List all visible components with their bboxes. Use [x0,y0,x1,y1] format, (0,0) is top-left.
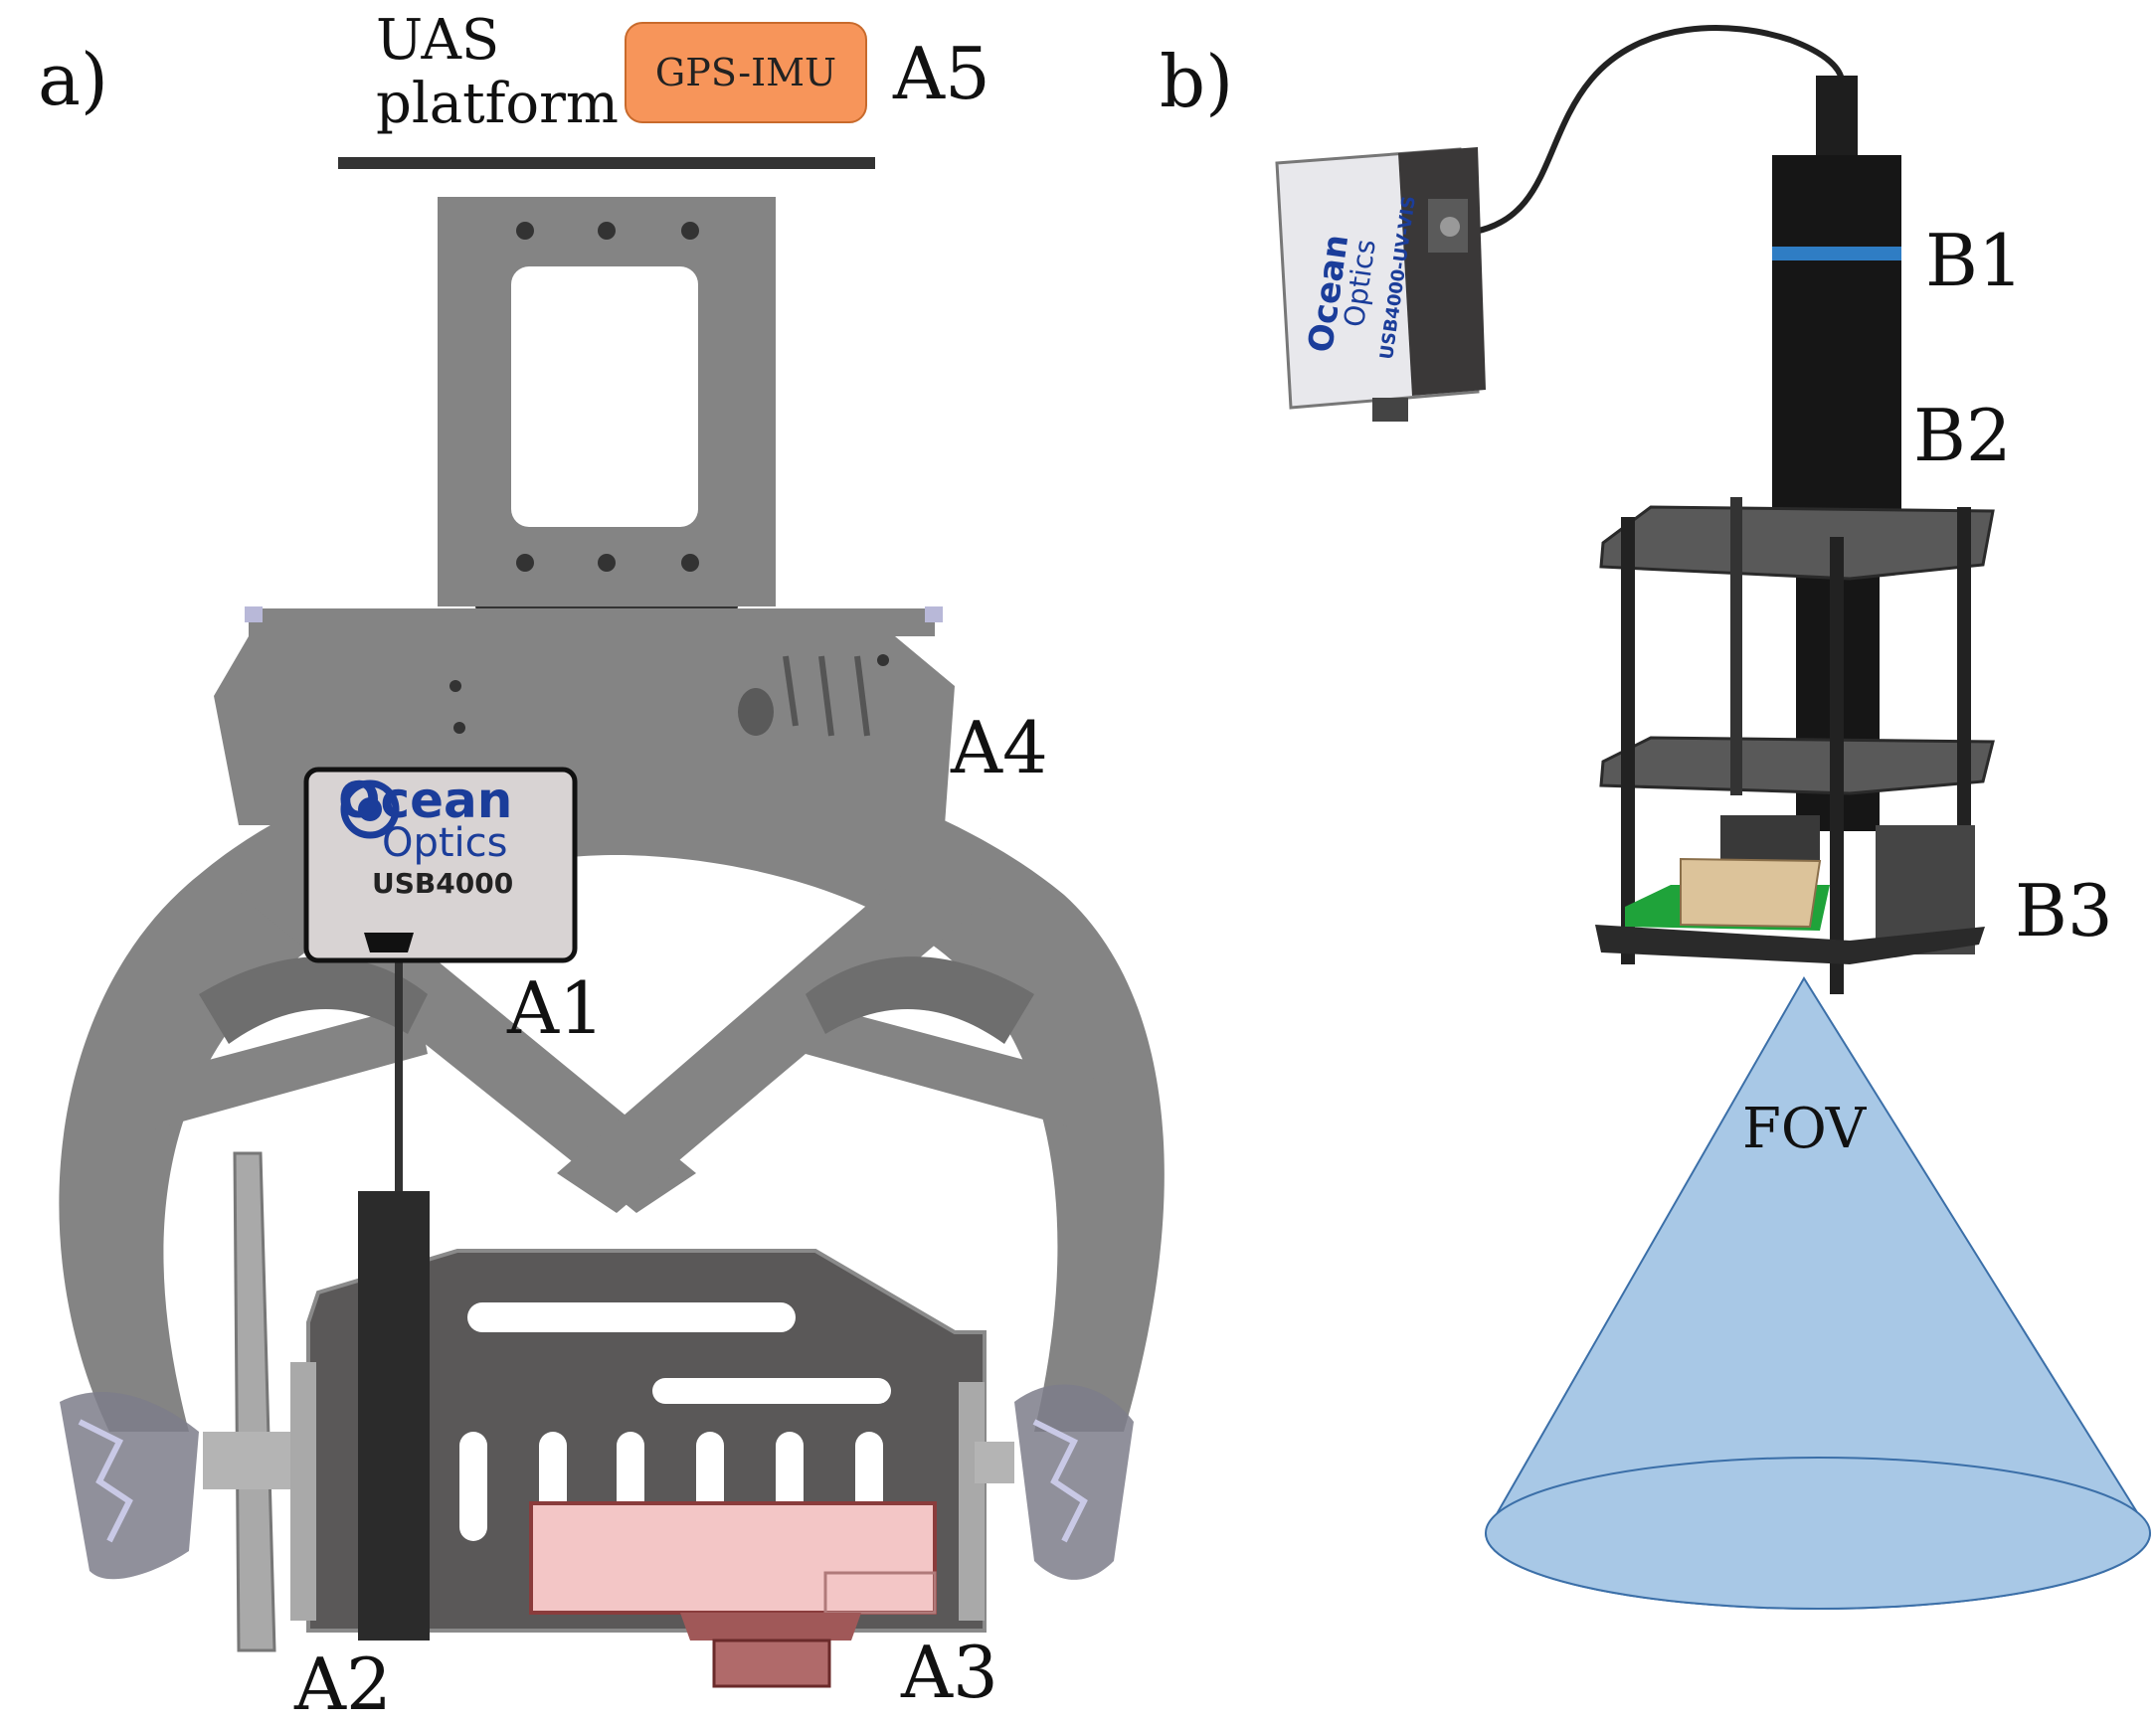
label-a1: A1 [507,966,605,1050]
gps-imu-label: GPS-IMU [654,51,837,94]
uas-label-line1: UAS [376,8,500,73]
fiber-optic-tube [358,954,430,1640]
camera-body [529,1501,937,1688]
label-fov: FOV [1742,1097,1867,1161]
brand-word-ocean: Ocean [338,772,513,829]
gps-imu-box: GPS-IMU [625,22,867,123]
label-b3: B3 [2015,869,2113,952]
upper-mount-plate [214,197,955,825]
panel-label-b: b) [1160,40,1234,123]
label-a2: A2 [294,1642,392,1726]
optical-cable [1469,25,1845,236]
label-a3: A3 [901,1631,998,1714]
uas-label-line2: platform [376,72,619,136]
label-b2: B2 [1913,394,2012,477]
spectrometer-a1 [303,767,578,963]
side-brackets [60,1151,1134,1652]
uas-platform-line [338,157,875,169]
spectrometer-a-logo: Ocean Optics [338,772,513,866]
label-b1: B1 [1925,219,2024,302]
sensor-frame [1595,497,1995,994]
label-a5: A5 [893,32,990,115]
label-a4: A4 [951,706,1048,789]
fov-cone [1484,976,2152,1610]
spectrometer-b [1275,147,1486,422]
panel-label-a: a) [38,38,109,121]
brand-word-optics: Optics [382,820,508,866]
spectrometer-a-model: USB4000 [372,867,514,900]
